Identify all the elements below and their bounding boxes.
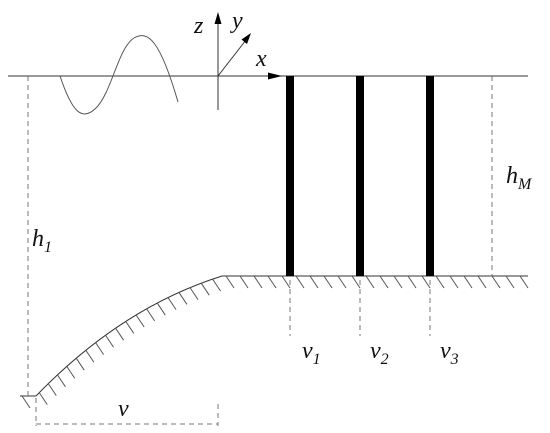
z-axis-arrowhead [214, 12, 222, 24]
hatch-tick [200, 282, 210, 296]
sloping-seabed-line [35, 275, 528, 397]
v3-label-base: v [440, 338, 451, 364]
v1-label-sub: 1 [313, 351, 321, 368]
hatch-tick [38, 392, 48, 405]
hatch-tick [421, 275, 431, 289]
hatch-tick [66, 366, 76, 379]
h1-label: h1 [32, 226, 52, 256]
hatch-tick [57, 374, 66, 388]
hatch-tick [212, 278, 222, 292]
hatch-tick [239, 275, 249, 289]
hatch-tick [225, 275, 235, 289]
hatch-tick [95, 342, 105, 355]
hatch-tick [449, 275, 459, 289]
v-label: v [118, 396, 129, 422]
hatch-tick [167, 297, 177, 310]
hatch-tick [146, 308, 156, 322]
barriers [286, 76, 434, 276]
hatch-tick [519, 275, 529, 289]
hatch-tick [365, 275, 375, 289]
hm-label: hM [506, 163, 533, 193]
y-axis-label: y [230, 8, 243, 34]
hatch-tick [407, 275, 417, 289]
hatch-tick [135, 314, 145, 328]
hm-label-base: h [506, 163, 518, 189]
v2-label-base: v [370, 338, 381, 364]
seabed-hatching [21, 275, 529, 409]
hatch-tick [125, 321, 135, 334]
hatch-tick [281, 275, 291, 289]
v1-label-base: v [302, 338, 313, 364]
h1-label-base: h [32, 226, 44, 252]
hatch-tick [505, 275, 515, 289]
hatch-tick [351, 275, 361, 289]
barrier-2 [356, 76, 364, 276]
v2-label-sub: 2 [381, 351, 389, 368]
coordinate-axes [214, 12, 282, 110]
hatch-tick [156, 302, 166, 316]
hatch-tick [337, 275, 347, 289]
h1-label-sub: 1 [44, 239, 52, 256]
hatch-tick [105, 334, 114, 348]
hatch-tick [75, 357, 85, 371]
barrier-3 [426, 76, 434, 276]
wave-curve [59, 35, 179, 115]
hatch-tick [477, 275, 487, 289]
hatch-tick [85, 349, 95, 363]
v1-label: v1 [302, 338, 321, 368]
hatch-tick [309, 275, 319, 289]
hatch-tick [295, 275, 305, 289]
hatch-tick [379, 275, 389, 289]
hatch-tick [267, 275, 277, 289]
hatch-tick [178, 292, 188, 305]
hatch-tick [323, 275, 333, 289]
hatch-tick [189, 287, 199, 300]
y-axis-arrowhead [241, 33, 251, 44]
dashed-guides [27, 76, 493, 426]
hatch-tick [491, 275, 501, 289]
hatch-tick [21, 395, 31, 409]
hatch-tick [393, 275, 403, 289]
hatch-tick [253, 275, 263, 289]
hatch-tick [115, 327, 125, 341]
hm-label-sub: M [517, 176, 533, 193]
x-axis-label: x [255, 46, 267, 72]
v3-label-sub: 3 [450, 351, 459, 368]
hatch-tick [47, 383, 57, 396]
v2-label: v2 [370, 338, 389, 368]
hatch-tick [435, 275, 445, 289]
v3-label: v3 [440, 338, 459, 368]
z-axis-label: z [193, 13, 204, 39]
barrier-1 [286, 76, 294, 276]
y-axis-line [217, 39, 247, 77]
hatch-tick [463, 275, 473, 289]
x-axis-arrowhead [268, 72, 282, 80]
